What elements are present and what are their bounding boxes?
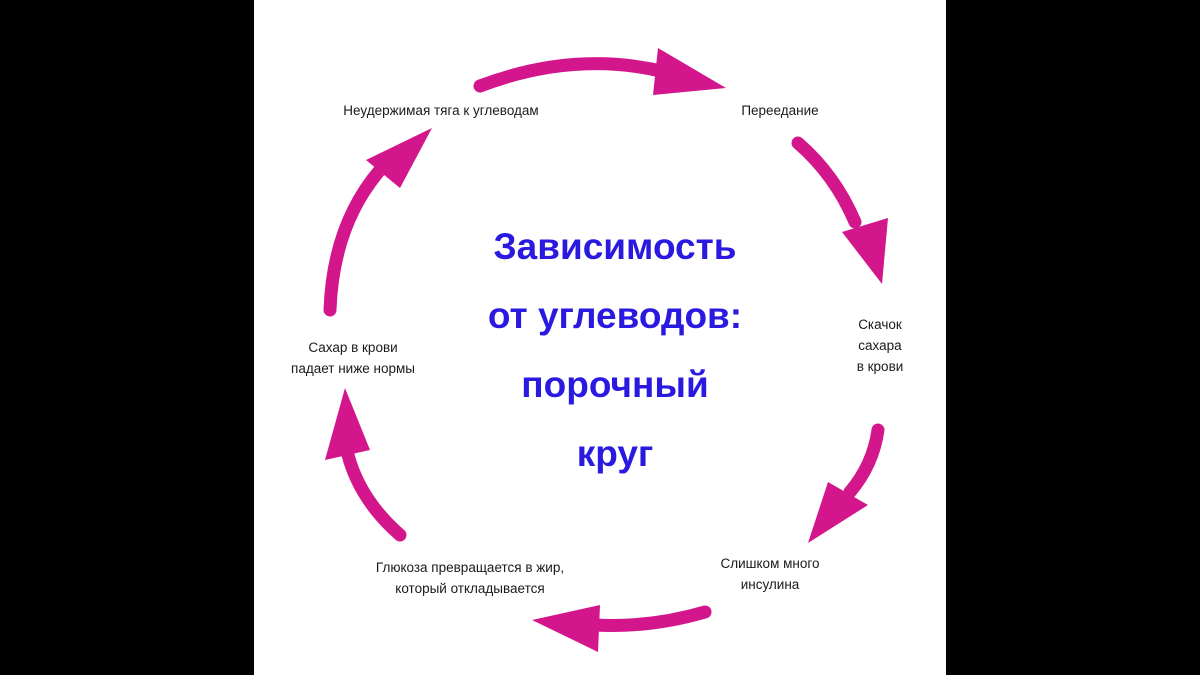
node-sugar-spike: Скачок сахара в крови — [835, 314, 925, 377]
node-insulin-line-2: инсулина — [740, 577, 800, 592]
node-fat-line-2: который откладывается — [395, 581, 545, 596]
arrow-fat-to-drop — [341, 448, 407, 542]
node-insulin-line-1: Слишком много — [720, 556, 820, 571]
title-line-3: порочный — [521, 364, 709, 405]
arrowhead-spike — [842, 218, 888, 284]
node-craving-line-1: Неудержимая тяга к углеводам — [343, 103, 539, 118]
node-sugar-spike-line-2: сахара — [858, 338, 902, 353]
title-line-2: от углеводов: — [487, 295, 743, 336]
arrowhead-drop — [325, 388, 370, 460]
arrowhead-fat — [532, 605, 600, 652]
node-overeating-line-1: Переедание — [741, 103, 819, 118]
arrow-craving-to-overeating — [473, 57, 672, 93]
arrow-drop-to-craving — [323, 163, 387, 317]
node-fat: Глюкоза превращается в жир, который откл… — [345, 557, 595, 599]
node-sugar-spike-line-1: Скачок — [858, 317, 902, 332]
arrow-insulin-to-fat — [588, 605, 712, 632]
diagram-title: Зависимость от углеводов: порочный круг — [420, 212, 810, 488]
node-sugar-spike-line-3: в крови — [856, 359, 904, 374]
node-overeating: Переедание — [720, 100, 840, 121]
arrowhead-insulin — [808, 482, 868, 543]
node-sugar-drop-line-2: падает ниже нормы — [291, 361, 415, 376]
node-sugar-drop: Сахар в крови падает ниже нормы — [268, 337, 438, 379]
arrow-spike-to-insulin — [843, 423, 885, 499]
node-fat-line-1: Глюкоза превращается в жир, — [375, 560, 565, 575]
arrowhead-overeating — [653, 48, 726, 95]
arrow-overeating-to-spike — [791, 136, 862, 229]
arrowhead-craving — [366, 128, 432, 188]
node-craving: Неудержимая тяга к углеводам — [316, 100, 566, 121]
title-line-4: круг — [576, 433, 654, 474]
node-sugar-drop-line-1: Сахар в крови — [308, 340, 398, 355]
diagram-canvas — [254, 0, 946, 675]
node-insulin: Слишком много инсулина — [700, 553, 840, 595]
title-line-1: Зависимость — [493, 226, 737, 267]
